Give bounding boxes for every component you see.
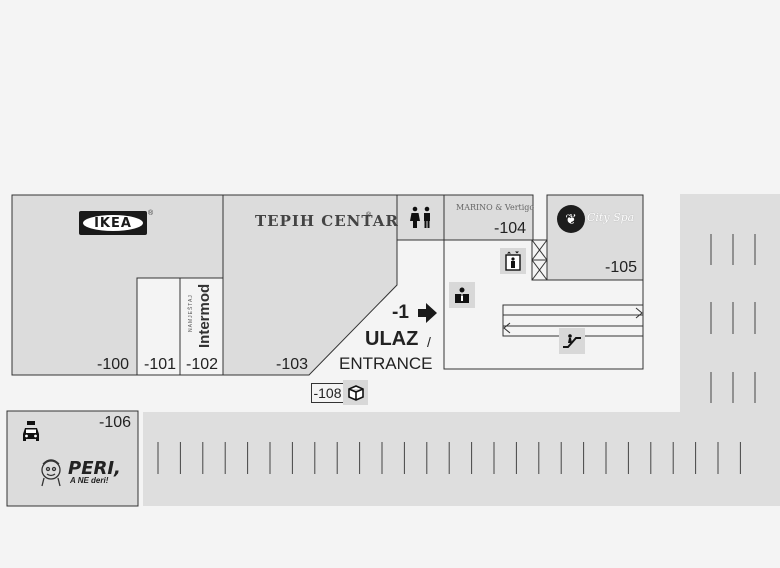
entrance-label[interactable]: ULAZ (365, 328, 419, 350)
parking-area (143, 194, 780, 506)
store-number: -103 (276, 356, 309, 373)
peri-logo: PERI, (68, 458, 121, 479)
store-number: -101 (144, 356, 177, 373)
store-number: -108 (313, 385, 342, 401)
intermod-sub: NAMJEŠTAJ (188, 294, 194, 332)
intermod-logo: Intermod (196, 283, 213, 348)
tepih-trademark: ® (366, 212, 372, 219)
ikea-logo: IKEA (79, 211, 147, 235)
ikea-trademark: ® (148, 210, 154, 217)
store-number: -106 (99, 414, 132, 431)
city-spa-emblem-icon: ❦ (557, 205, 585, 233)
escalator-icon[interactable] (559, 328, 585, 354)
car-icon (22, 420, 40, 449)
city-spa-logo: City Spa (587, 211, 635, 224)
store-101-area[interactable] (136, 277, 181, 376)
store-number: -102 (186, 356, 219, 373)
peri-mascot-icon (41, 459, 61, 487)
arrow-right-icon (418, 303, 437, 323)
entrance-separator: / (427, 334, 431, 350)
store-number: -100 (97, 356, 130, 373)
ikea-logo-text: IKEA (83, 215, 143, 231)
info-desk-icon[interactable] (449, 282, 475, 308)
store-marino-vertigo-area[interactable] (443, 194, 534, 241)
elevator-icon[interactable] (500, 248, 526, 274)
marino-vertigo-logo: MARINO & Vertigo (456, 203, 535, 212)
parcel-icon[interactable] (343, 380, 368, 405)
restroom-area[interactable] (396, 194, 445, 241)
store-peri-area[interactable] (6, 410, 139, 507)
store-number: -104 (494, 220, 527, 237)
tepih-centar-logo: TEPIH CENTAR (255, 212, 399, 230)
store-number: -105 (605, 259, 638, 276)
store-108[interactable]: -108 (311, 383, 344, 403)
entrance-level: -1 (392, 302, 409, 323)
restroom-icon[interactable] (409, 206, 433, 235)
entrance-label-en[interactable]: ENTRANCE (339, 354, 433, 373)
store-tepih-centar-area[interactable] (222, 194, 398, 376)
peri-slogan: A NE deri! (70, 476, 109, 485)
